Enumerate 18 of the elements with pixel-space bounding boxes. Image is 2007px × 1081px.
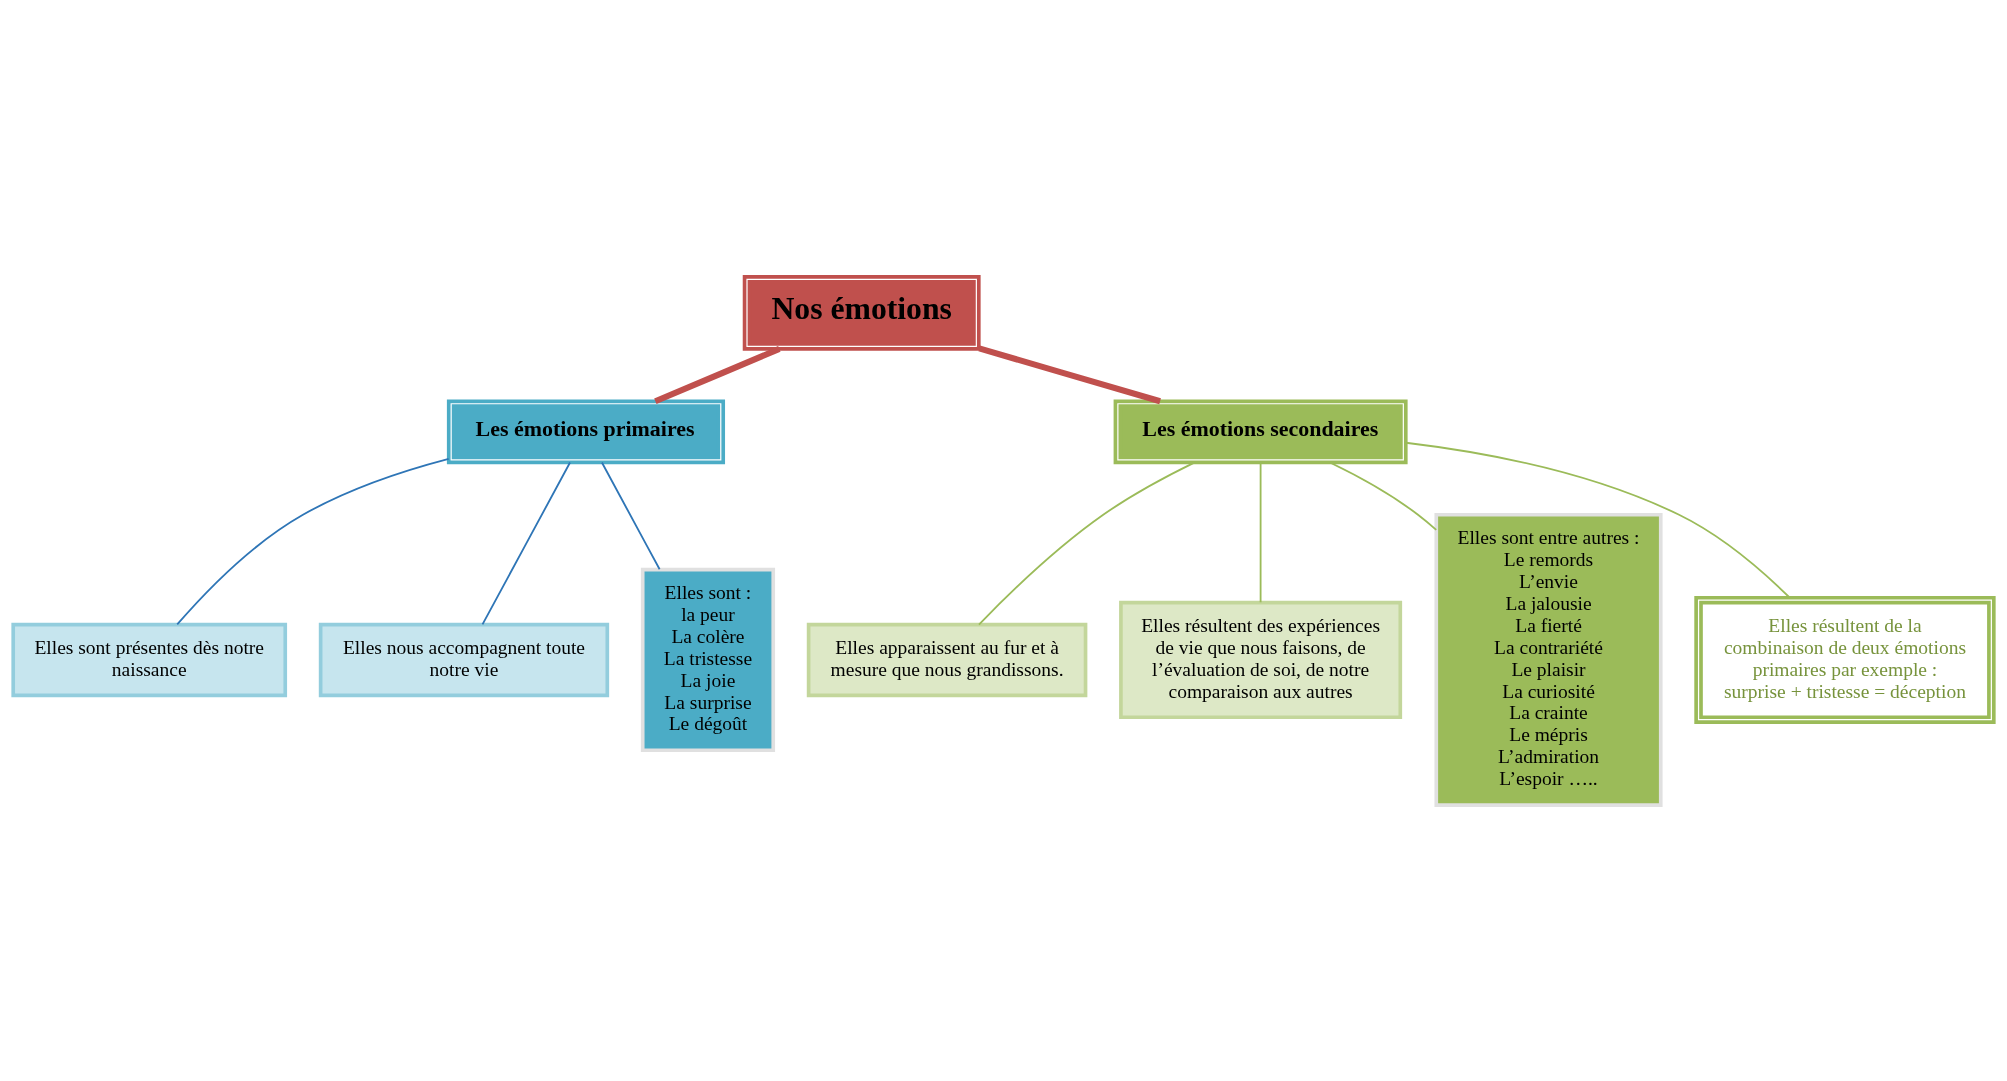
connector	[1329, 461, 1438, 531]
node-box: Elles sont entre autres : Le remords L’envie La jalousie La fierté La contrariété Le plaisir La curiosité La crainte Le mépris L’admiration L’espoir …..	[1434, 512, 1663, 807]
node-box: Les émotions secondaires	[1113, 399, 1408, 464]
node-box: Elles sont présentes dès notre naissance	[11, 622, 288, 697]
connector	[1259, 461, 1262, 603]
connector	[978, 345, 1161, 404]
node-box: Nos émotions	[742, 274, 981, 351]
connector	[176, 457, 450, 625]
connector	[481, 461, 571, 625]
node-box: Elles apparaissent au fur et à mesure que nous grandissons.	[806, 622, 1088, 697]
connector	[654, 345, 781, 404]
connector	[601, 461, 661, 570]
node-box: Elles résultent de la combinaison de deux émotions primaires par exemple : surprise + tristesse = déception	[1694, 595, 1996, 724]
node-box: Elles résultent des expériences de vie que nous faisons, de l’évaluation de soi, de notre comparaison aux autres	[1119, 600, 1403, 719]
node-box: Elles nous accompagnent toute notre vie	[318, 622, 610, 697]
connector	[1405, 441, 1791, 599]
node-box: Les émotions primaires	[446, 399, 726, 464]
node-box: Elles sont : la peur La colère La tristesse La joie La surprise Le dégoût	[640, 567, 776, 752]
